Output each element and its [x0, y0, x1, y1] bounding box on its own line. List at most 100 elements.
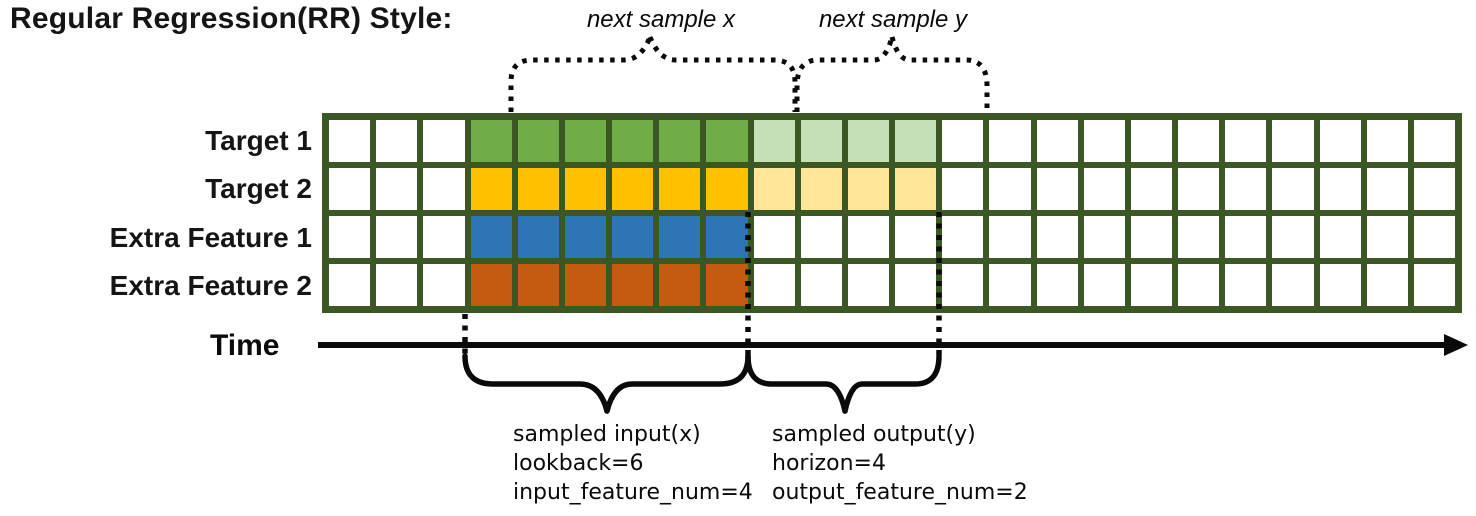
- sampled-input-annotation: sampled input(x) lookback=6 input_featur…: [513, 420, 753, 507]
- grid-cell: [612, 120, 654, 162]
- grid-cell: [376, 216, 418, 258]
- row-label-target-2: Target 2: [205, 173, 312, 204]
- grid-cell: [1272, 216, 1314, 258]
- grid-cell: [753, 120, 795, 162]
- sampled-output-title: sampled output(y): [772, 422, 976, 447]
- grid-cell: [847, 264, 889, 306]
- grid-cell: [706, 216, 748, 258]
- time-axis-label: Time: [210, 329, 280, 362]
- input-feature-num-value: input_feature_num=4: [513, 480, 753, 505]
- grid-cell: [1225, 120, 1267, 162]
- grid-cell: [1366, 168, 1408, 210]
- grid-cell: [847, 120, 889, 162]
- grid-cell: [895, 120, 937, 162]
- grid-cell: [800, 216, 842, 258]
- grid-cell: [847, 216, 889, 258]
- grid-cell: [1178, 216, 1220, 258]
- grid-cell: [942, 264, 984, 306]
- grid-cell: [376, 264, 418, 306]
- grid-cell: [800, 264, 842, 306]
- grid-cell: [800, 168, 842, 210]
- grid-cell: [612, 216, 654, 258]
- grid-cell: [1036, 168, 1078, 210]
- grid-cell: [423, 264, 465, 306]
- grid-cell: [1272, 168, 1314, 210]
- grid-cell: [1083, 264, 1125, 306]
- grid-cell: [706, 264, 748, 306]
- next-sample-x-brace: [508, 36, 798, 112]
- grid-cell: [1272, 264, 1314, 306]
- grid-cell: [753, 216, 795, 258]
- grid-cell: [564, 264, 606, 306]
- grid-cell: [706, 168, 748, 210]
- next-sample-y-label: next sample y: [818, 6, 968, 33]
- grid-cell: [753, 264, 795, 306]
- grid-cell: [1366, 120, 1408, 162]
- grid-cell: [1319, 264, 1361, 306]
- grid-cell: [329, 168, 371, 210]
- grid-cell: [1036, 264, 1078, 306]
- next-sample-x-label: next sample x: [586, 6, 736, 33]
- row-label-extra-feature-1: Extra Feature 1: [109, 222, 312, 253]
- grid-cell: [706, 120, 748, 162]
- grid-cell: [1130, 264, 1172, 306]
- row-label-target-1: Target 1: [205, 125, 312, 156]
- grid-cell: [942, 120, 984, 162]
- grid-cell: [1225, 264, 1267, 306]
- grid-cell: [1225, 168, 1267, 210]
- grid-cell: [517, 264, 559, 306]
- grid-cell: [753, 168, 795, 210]
- grid-cell: [1413, 120, 1455, 162]
- grid-cell: [612, 168, 654, 210]
- grid-cell: [942, 216, 984, 258]
- grid-cell: [659, 216, 701, 258]
- grid-cell: [1083, 120, 1125, 162]
- grid-cell: [376, 120, 418, 162]
- grid-cell: [895, 216, 937, 258]
- grid-cell: [1083, 168, 1125, 210]
- grid-cell: [564, 216, 606, 258]
- lookback-value: lookback=6: [513, 451, 644, 476]
- grid-cell: [423, 168, 465, 210]
- grid-cell: [1178, 168, 1220, 210]
- grid-cell: [1036, 216, 1078, 258]
- grid-cell: [564, 168, 606, 210]
- grid-cell: [989, 216, 1031, 258]
- grid-cell: [564, 120, 606, 162]
- output-feature-num-value: output_feature_num=2: [772, 480, 1028, 505]
- grid-cell: [329, 216, 371, 258]
- grid-cell: [1413, 264, 1455, 306]
- grid-cell: [989, 120, 1031, 162]
- grid-cell: [1413, 168, 1455, 210]
- sampled-output-brace: [745, 353, 942, 414]
- grid-cell: [1178, 120, 1220, 162]
- grid-cell: [1319, 216, 1361, 258]
- sampled-input-title: sampled input(x): [513, 422, 701, 447]
- time-arrow: [318, 334, 1468, 356]
- grid-cell: [942, 168, 984, 210]
- grid-cell: [470, 216, 512, 258]
- grid-cell: [895, 168, 937, 210]
- grid-cell: [1036, 120, 1078, 162]
- sampled-output-annotation: sampled output(y) horizon=4 output_featu…: [772, 420, 1028, 507]
- grid-cell: [470, 168, 512, 210]
- grid-cell: [517, 168, 559, 210]
- grid-cell: [989, 168, 1031, 210]
- grid-cell: [376, 168, 418, 210]
- grid-cell: [329, 264, 371, 306]
- grid-cell: [1130, 216, 1172, 258]
- grid-cell: [1083, 216, 1125, 258]
- grid-cell: [847, 168, 889, 210]
- grid-cell: [329, 120, 371, 162]
- grid-cell: [800, 120, 842, 162]
- timeseries-grid: [322, 113, 1462, 313]
- grid-cell: [1225, 216, 1267, 258]
- grid-cell: [659, 168, 701, 210]
- horizon-value: horizon=4: [772, 451, 886, 476]
- diagram-title: Regular Regression(RR) Style:: [10, 2, 453, 35]
- grid-cell: [1319, 168, 1361, 210]
- grid-cell: [1178, 264, 1220, 306]
- grid-cell: [1366, 216, 1408, 258]
- grid-cell: [659, 264, 701, 306]
